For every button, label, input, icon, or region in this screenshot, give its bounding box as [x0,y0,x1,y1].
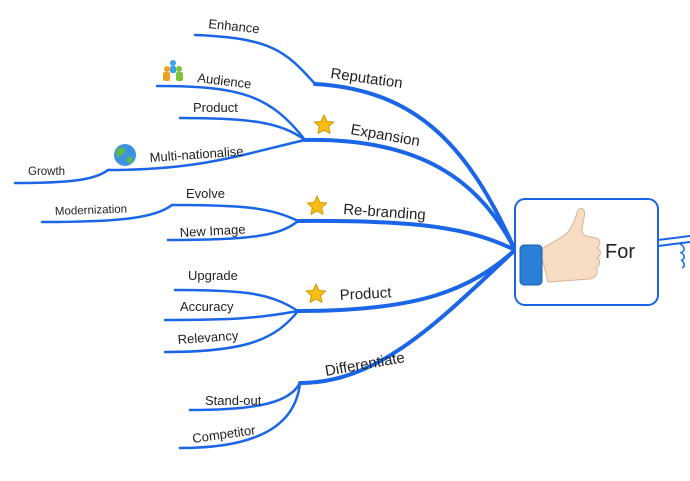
connector-line [298,248,517,385]
connector-line [163,309,300,322]
node-label[interactable]: New Image [179,222,245,240]
node-label[interactable]: Competitor [191,422,257,446]
pointing-hand-icon [657,235,690,269]
branch-product[interactable]: Product Upgrade Accuracy Relevancy [163,248,517,354]
connector-line [166,219,300,242]
branch-re-branding[interactable]: Re-branding Evolve Modernization New Ima… [40,186,517,252]
node-label[interactable]: Growth [28,166,65,178]
connector-line [178,381,302,450]
globe-icon [114,144,136,166]
connector-line [178,116,307,142]
connector-line [40,203,174,224]
node-label[interactable]: Audience [197,70,253,91]
node-label[interactable]: Upgrade [188,268,238,283]
branch-expansion[interactable]: Expansion Audience Product Multi-nationa… [13,60,517,252]
branch-label[interactable]: Re-branding [343,201,427,224]
connector-line [13,168,110,185]
connector-line [155,84,307,142]
node-label[interactable]: Stand-out [205,393,262,408]
branch-label[interactable]: Product [339,284,392,304]
star-icon [313,114,335,134]
node-label[interactable]: Accuracy [180,299,234,314]
connector-line [193,33,317,86]
node-label[interactable]: Relevancy [177,328,239,347]
branch-label[interactable]: Differentiate [324,349,406,380]
star-icon [306,195,328,215]
thumbs-up-icon [519,207,601,286]
connector-line [163,309,300,354]
connector-line [296,218,517,252]
people-icon [163,60,183,81]
node-label[interactable]: Multi-nationalise [149,143,244,165]
connector-line [106,138,307,172]
connector-line [303,137,517,252]
node-label[interactable]: Evolve [186,186,225,201]
central-label: For [605,241,635,263]
central-node[interactable]: For [514,198,659,306]
node-label[interactable]: Product [193,100,238,115]
connector-line [313,82,517,252]
star-icon [305,283,327,303]
connector-line [173,288,300,313]
node-label[interactable]: Enhance [208,16,261,36]
connector-line [170,203,300,223]
node-label[interactable]: Modernization [55,203,128,218]
connector-line [188,381,302,412]
